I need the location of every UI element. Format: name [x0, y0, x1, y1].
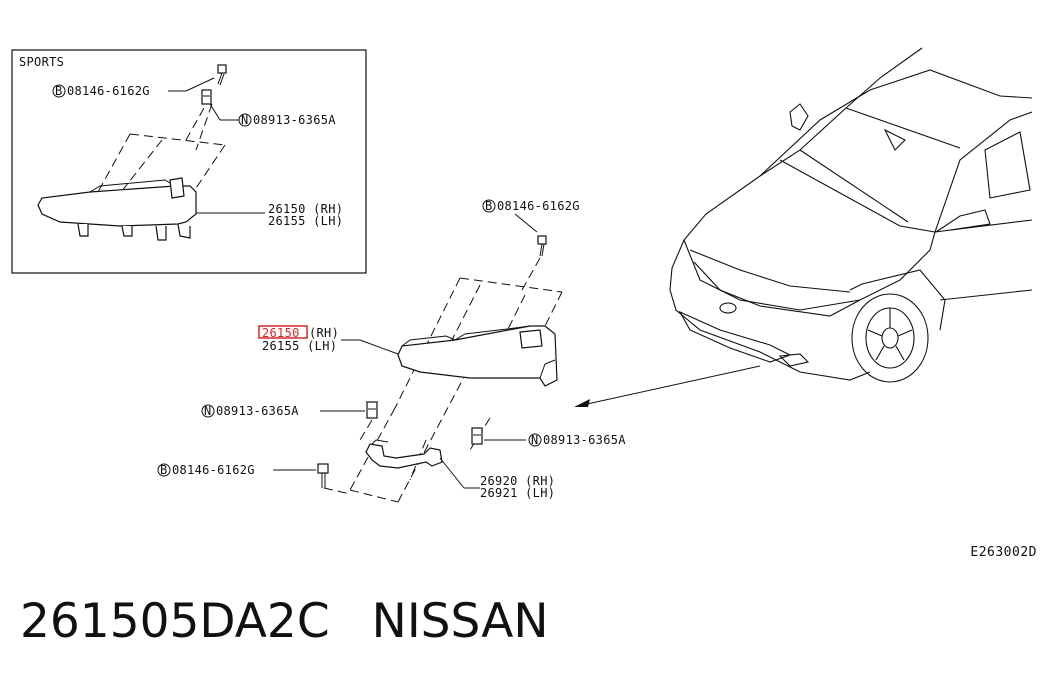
left-nut-letter: N [204, 404, 212, 418]
lower-bolt-icon [317, 463, 329, 488]
caption-brand: NISSAN [371, 594, 549, 649]
bolt-icon [217, 64, 227, 86]
lower-bolt-letter: B [160, 463, 168, 477]
inset-fog-bracket [37, 177, 197, 241]
inset-title: SPORTS [19, 55, 64, 69]
inset-part-rh: 26150 (RH) [268, 202, 343, 216]
vehicle-illustration [669, 47, 1033, 383]
lower-bolt-symbol [157, 463, 171, 477]
inset-part-lh: 26155 (LH) [268, 214, 343, 228]
clip-nut-icon [201, 89, 212, 105]
bolt-symbol [52, 84, 66, 98]
inset-bolt-code: 08146-6162G [67, 84, 150, 98]
inset-nut-code: 08913-6365A [253, 113, 336, 127]
top-bolt-symbol [482, 199, 496, 213]
main-fog-bracket [397, 325, 558, 387]
left-nut-code: 08913-6365A [216, 404, 299, 418]
bracket-rh: 26920 (RH) [480, 474, 555, 488]
highlight-box [258, 325, 308, 339]
left-nut-symbol [201, 404, 215, 418]
main-part-lh: 26155 (LH) [262, 339, 337, 353]
main-part-rh-suffix: (RH) [309, 326, 339, 340]
sports-inset: SPORTS B 08146-6162G N 08913-6365A [11, 49, 367, 274]
top-bolt-code: 08146-6162G [497, 199, 580, 213]
lower-bolt-code: 08146-6162G [172, 463, 255, 477]
left-clip-nut-icon [366, 401, 378, 419]
top-bolt-icon [537, 235, 547, 257]
right-nut-code: 08913-6365A [543, 433, 626, 447]
bracket-lh: 26921 (LH) [480, 486, 555, 500]
lower-bracket [365, 439, 443, 469]
main-part-rh-number: 26150 [262, 326, 300, 340]
diagram-code: E263002D [970, 545, 1037, 560]
right-nut-letter: N [531, 433, 539, 447]
nut-symbol-letter: N [241, 113, 249, 127]
caption-part-number: 261505DA2C [20, 594, 330, 649]
right-clip-nut-icon [471, 427, 483, 445]
bolt-symbol-letter: B [55, 84, 63, 98]
main-exploded-view: B 08146-6162G 26150 (RH) 26155 (LH) N [157, 199, 761, 503]
right-nut-symbol [528, 433, 542, 447]
top-bolt-letter: B [485, 199, 493, 213]
